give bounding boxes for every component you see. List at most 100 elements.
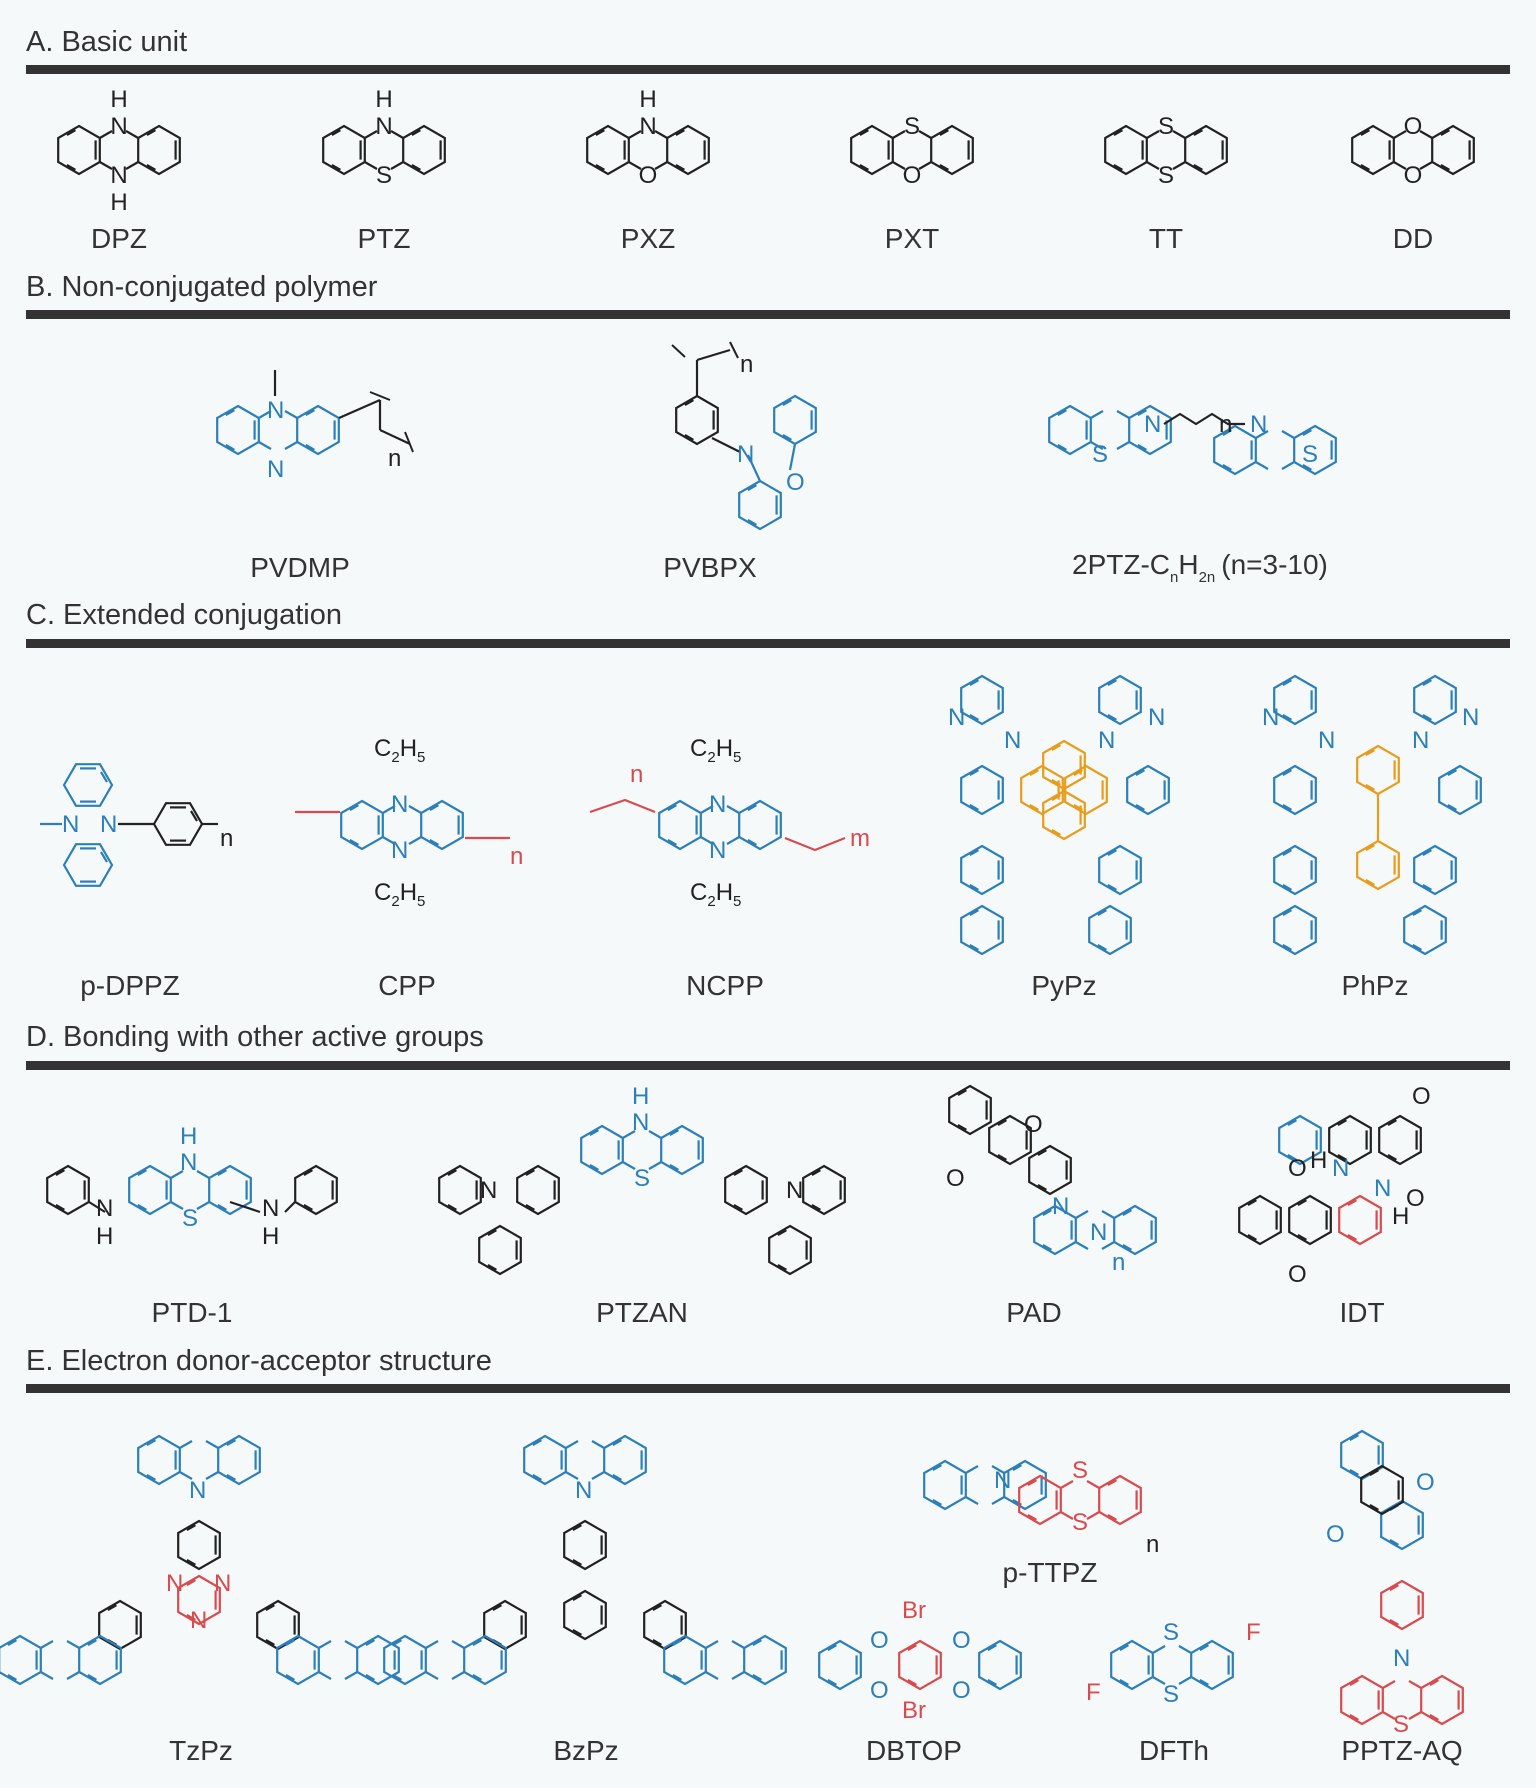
atom-s: S [1163, 1681, 1179, 1708]
atom-s: S [634, 1165, 650, 1192]
label-pxt: PXT [885, 223, 939, 254]
label-phpz: PhPz [1342, 970, 1409, 1001]
atom-n: N [267, 397, 284, 424]
subscript-n: n [220, 825, 233, 852]
section-title-e: E. Electron donor-acceptor structure [26, 1345, 492, 1377]
label-pvdmp: PVDMP [250, 552, 350, 583]
atom-n: N [1098, 727, 1115, 754]
atom-s: S [376, 162, 392, 189]
dbtop-structure: O O O O Br Br [818, 1597, 1022, 1724]
atom-n: N [480, 1177, 497, 1204]
label-2ptz: 2PTZ-CnH2n(n=3-10) [1072, 549, 1328, 586]
section-title-c: C. Extended conjugation [26, 599, 342, 631]
subscript-n: n [630, 761, 643, 788]
ethyl-top: C2H5 [690, 735, 741, 766]
tzpz-structure: N N N N [0, 1436, 399, 1684]
atom-n: N [709, 837, 726, 864]
atom-o: O [870, 1677, 889, 1704]
ethyl-bottom: C2H5 [690, 879, 741, 910]
section-divider [26, 1384, 1510, 1393]
section-e: E. Electron donor-acceptor structure [26, 1345, 1510, 1393]
section-d: D. Bonding with other active groups [26, 1021, 1510, 1070]
atom-n: N [737, 441, 754, 468]
ethyl-bottom: C2H5 [374, 879, 425, 910]
atom-n: N [994, 1467, 1011, 1494]
label-cpp: CPP [378, 970, 436, 1001]
section-title-d: D. Bonding with other active groups [26, 1021, 484, 1053]
pypz-structure: N N N N [948, 674, 1170, 956]
label-pvbpx: PVBPX [663, 552, 757, 583]
atom-s: S [182, 1205, 198, 1232]
p-ttpz-structure: N S S n [924, 1457, 1159, 1558]
atom-h: H [180, 1123, 197, 1150]
subscript-n: n [510, 843, 523, 870]
subscript-m: m [850, 825, 870, 852]
section-a: A. Basic unit [26, 26, 1510, 74]
ptd-1-structure: H N S N H N H [46, 1123, 338, 1250]
atom-h: H [375, 86, 392, 113]
label-ptzan: PTZAN [596, 1297, 688, 1328]
atom-o: O [1404, 162, 1423, 189]
atom-n: N [267, 456, 284, 483]
section-divider [26, 65, 1510, 74]
atom-n: N [100, 811, 117, 838]
atom-h: H [1310, 1147, 1327, 1174]
atom-h: H [262, 1223, 279, 1250]
atom-n: N [1090, 1219, 1107, 1246]
atom-n: N [166, 1570, 183, 1597]
atom-n: N [709, 791, 726, 818]
atom-n: N [1004, 727, 1021, 754]
atom-s: S [1158, 162, 1174, 189]
atom-n: N [96, 1195, 113, 1222]
atom-f: F [1246, 1619, 1261, 1646]
atom-n: N [391, 791, 408, 818]
atom-n: N [1052, 1193, 1069, 1220]
atom-o: O [903, 162, 922, 189]
atom-o: O [946, 1165, 965, 1192]
ncpp-structure: N N n m C2H5 C2H5 [589, 735, 870, 910]
atom-o: O [1326, 1521, 1345, 1548]
dfth-structure: S S F F [1086, 1619, 1261, 1708]
atom-n: N [190, 1607, 207, 1634]
atom-n: N [262, 1195, 279, 1222]
section-divider [26, 1061, 1510, 1070]
bzpz-structure: N [384, 1436, 786, 1684]
subscript-n: n [1146, 1531, 1159, 1558]
label-p-ttpz: p-TTPZ [1003, 1557, 1098, 1588]
atom-o: O [786, 469, 805, 496]
atom-n: N [110, 113, 127, 140]
atom-o: O [1416, 1469, 1435, 1496]
molecule-tt: SS [1105, 113, 1227, 189]
subscript-n: n [388, 445, 401, 472]
atom-o: O [1024, 1111, 1043, 1138]
label-dbtop: DBTOP [866, 1735, 962, 1766]
atom-o: O [639, 162, 658, 189]
atom-br: Br [902, 1597, 926, 1624]
atom-n: N [1393, 1645, 1410, 1672]
atom-s: S [1163, 1619, 1179, 1646]
atom-h: H [639, 86, 656, 113]
atom-n: N [1144, 411, 1161, 438]
atom-h: H [632, 1083, 649, 1110]
molecule-pxz: NOH [587, 86, 709, 189]
atom-n: N [1318, 727, 1335, 754]
pvbpx-structure: n N O [671, 341, 817, 531]
section-title-a: A. Basic unit [26, 26, 187, 58]
atom-n: N [786, 1177, 803, 1204]
atom-s: S [904, 113, 920, 140]
p-dppz-structure: N N n [40, 763, 233, 887]
molecule-pxt: SO [851, 113, 973, 189]
atom-o: O [1404, 113, 1423, 140]
atom-n: N [1148, 704, 1165, 731]
atom-s: S [1158, 113, 1174, 140]
pad-structure: O O N N n [946, 1084, 1156, 1276]
molecule-ptz: NSH [323, 86, 445, 189]
label-ptd-1: PTD-1 [152, 1297, 233, 1328]
label-ncpp: NCPP [686, 970, 764, 1001]
label-dpz: DPZ [91, 223, 147, 254]
atom-n: N [632, 1109, 649, 1136]
atom-h: H [110, 86, 127, 113]
atom-br: Br [902, 1697, 926, 1724]
